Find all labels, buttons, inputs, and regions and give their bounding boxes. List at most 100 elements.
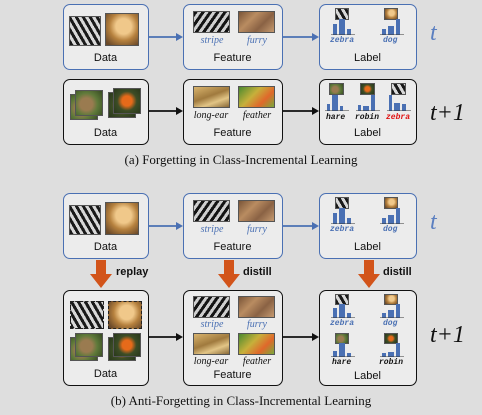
b-caption: (b) Anti-Forgetting in Class-Incremental… xyxy=(110,393,372,408)
bar-histogram-icon xyxy=(380,208,404,224)
robin-thumb-icon xyxy=(360,83,375,95)
b-bottom-label-label: Label xyxy=(354,370,381,382)
feature-word-feather: feather xyxy=(242,110,272,121)
b-top-label-label: Label xyxy=(354,241,381,253)
b-bottom-feature-label: Feature xyxy=(213,369,252,381)
feather-texture-icon xyxy=(238,86,275,108)
zebra-replay-image-icon xyxy=(70,301,104,329)
bar-histogram-icon xyxy=(331,208,355,224)
bar-histogram-icon xyxy=(356,95,380,111)
dog-image-icon xyxy=(105,13,139,46)
feature-word-feather: feather xyxy=(242,356,272,367)
bar-histogram-icon xyxy=(380,19,404,35)
a-bottom-data-box: Data xyxy=(63,79,149,145)
b-bottom-arrow-2 xyxy=(283,333,319,341)
feather-texture-icon xyxy=(238,333,275,355)
class-word-robin: robin xyxy=(355,113,380,122)
stripe-texture-icon xyxy=(193,296,230,318)
a-bottom-timestep: t+1 xyxy=(430,100,465,126)
ear-texture-icon xyxy=(193,86,230,108)
ear-texture-icon xyxy=(193,333,230,355)
a-bottom-data-label: Data xyxy=(93,127,118,139)
b-bottom-arrow-1 xyxy=(149,333,183,341)
a-bottom-label-label: Label xyxy=(354,127,381,139)
a-top-feature-box: stripe furry Feature xyxy=(183,4,283,70)
a-bottom-label-box: hare robin zebra Label xyxy=(319,79,417,145)
dog-replay-image-icon xyxy=(108,301,142,329)
zebra-image-icon xyxy=(69,205,101,235)
feature-word-stripe: stripe xyxy=(200,35,224,46)
a-bottom-arrow-1 xyxy=(149,107,183,115)
b-bottom-feature-box: stripe furry long-ear feather Feature xyxy=(183,290,283,386)
dog-thumb-icon xyxy=(384,8,398,20)
a-top-arrow-2 xyxy=(283,33,319,41)
stripe-texture-icon xyxy=(193,200,230,222)
feature-word-long-ear: long-ear xyxy=(193,356,229,367)
stripe-texture-icon xyxy=(193,11,230,33)
replay-label: replay xyxy=(116,266,149,278)
class-word-dog: dog xyxy=(383,319,398,328)
b-top-data-box: Data xyxy=(63,193,149,259)
a-top-data-box: Data xyxy=(63,4,149,70)
feature-word-furry: furry xyxy=(247,319,267,330)
class-word-hare: hare xyxy=(332,358,352,367)
a-top-label-box: zebra dog Label xyxy=(319,4,417,70)
zebra-thumb-icon xyxy=(391,83,406,95)
bar-histogram-icon xyxy=(331,343,355,357)
bar-histogram-icon xyxy=(331,304,355,318)
class-word-zebra-forgotten: zebra xyxy=(386,113,411,122)
b-bottom-label-box: zebra dog hare robin Label xyxy=(319,290,417,386)
distill-label-feature: distill xyxy=(243,266,272,278)
b-top-data-label: Data xyxy=(93,241,118,253)
a-top-data-label: Data xyxy=(93,52,118,64)
robin-image-icon xyxy=(113,88,141,114)
class-word-dog: dog xyxy=(383,36,398,45)
robin-image-icon xyxy=(113,333,141,357)
class-word-hare: hare xyxy=(326,113,346,122)
b-top-arrow-1 xyxy=(149,222,183,230)
replay-arrow xyxy=(90,260,112,288)
a-top-timestep: t xyxy=(430,20,437,46)
a-bottom-feature-box: long-ear feather Feature xyxy=(183,79,283,145)
hare-image-icon xyxy=(75,333,103,357)
b-bottom-timestep: t+1 xyxy=(430,322,465,348)
class-word-dog: dog xyxy=(383,225,398,234)
b-top-feature-box: stripe furry Feature xyxy=(183,193,283,259)
a-top-feature-label: Feature xyxy=(213,52,252,64)
a-bottom-arrow-2 xyxy=(283,107,319,115)
b-bottom-data-label: Data xyxy=(93,368,118,380)
bar-histogram-icon xyxy=(380,343,404,357)
a-top-label-label: Label xyxy=(354,52,381,64)
fur-texture-icon xyxy=(238,200,275,222)
a-bottom-feature-label: Feature xyxy=(213,127,252,139)
distill-arrow-feature xyxy=(218,260,240,288)
distill-arrow-label xyxy=(358,260,380,288)
hare-image-icon xyxy=(75,90,103,116)
feature-word-furry: furry xyxy=(247,224,267,235)
class-word-zebra: zebra xyxy=(330,225,355,234)
distill-label-label: distill xyxy=(383,266,412,278)
dog-image-icon xyxy=(105,202,139,235)
bar-histogram-icon xyxy=(325,95,349,111)
bar-histogram-icon xyxy=(387,95,411,111)
b-top-label-box: zebra dog Label xyxy=(319,193,417,259)
fur-texture-icon xyxy=(238,296,275,318)
b-top-arrow-2 xyxy=(283,222,319,230)
class-word-zebra: zebra xyxy=(330,36,355,45)
bar-histogram-icon xyxy=(380,304,404,318)
zebra-image-icon xyxy=(69,16,101,46)
bar-histogram-icon xyxy=(331,19,355,35)
class-word-zebra: zebra xyxy=(330,319,355,328)
feature-word-furry: furry xyxy=(247,35,267,46)
fur-texture-icon xyxy=(238,11,275,33)
a-caption: (a) Forgetting in Class-Incremental Lear… xyxy=(124,152,358,167)
b-bottom-data-box: Data xyxy=(63,290,149,386)
feature-word-stripe: stripe xyxy=(200,319,224,330)
class-word-robin: robin xyxy=(379,358,404,367)
feature-word-long-ear: long-ear xyxy=(193,110,229,121)
hare-thumb-icon xyxy=(329,83,344,95)
a-top-arrow-1 xyxy=(149,33,183,41)
b-top-feature-label: Feature xyxy=(213,241,252,253)
robin-thumb-icon xyxy=(384,333,398,344)
dog-thumb-icon xyxy=(384,197,398,209)
